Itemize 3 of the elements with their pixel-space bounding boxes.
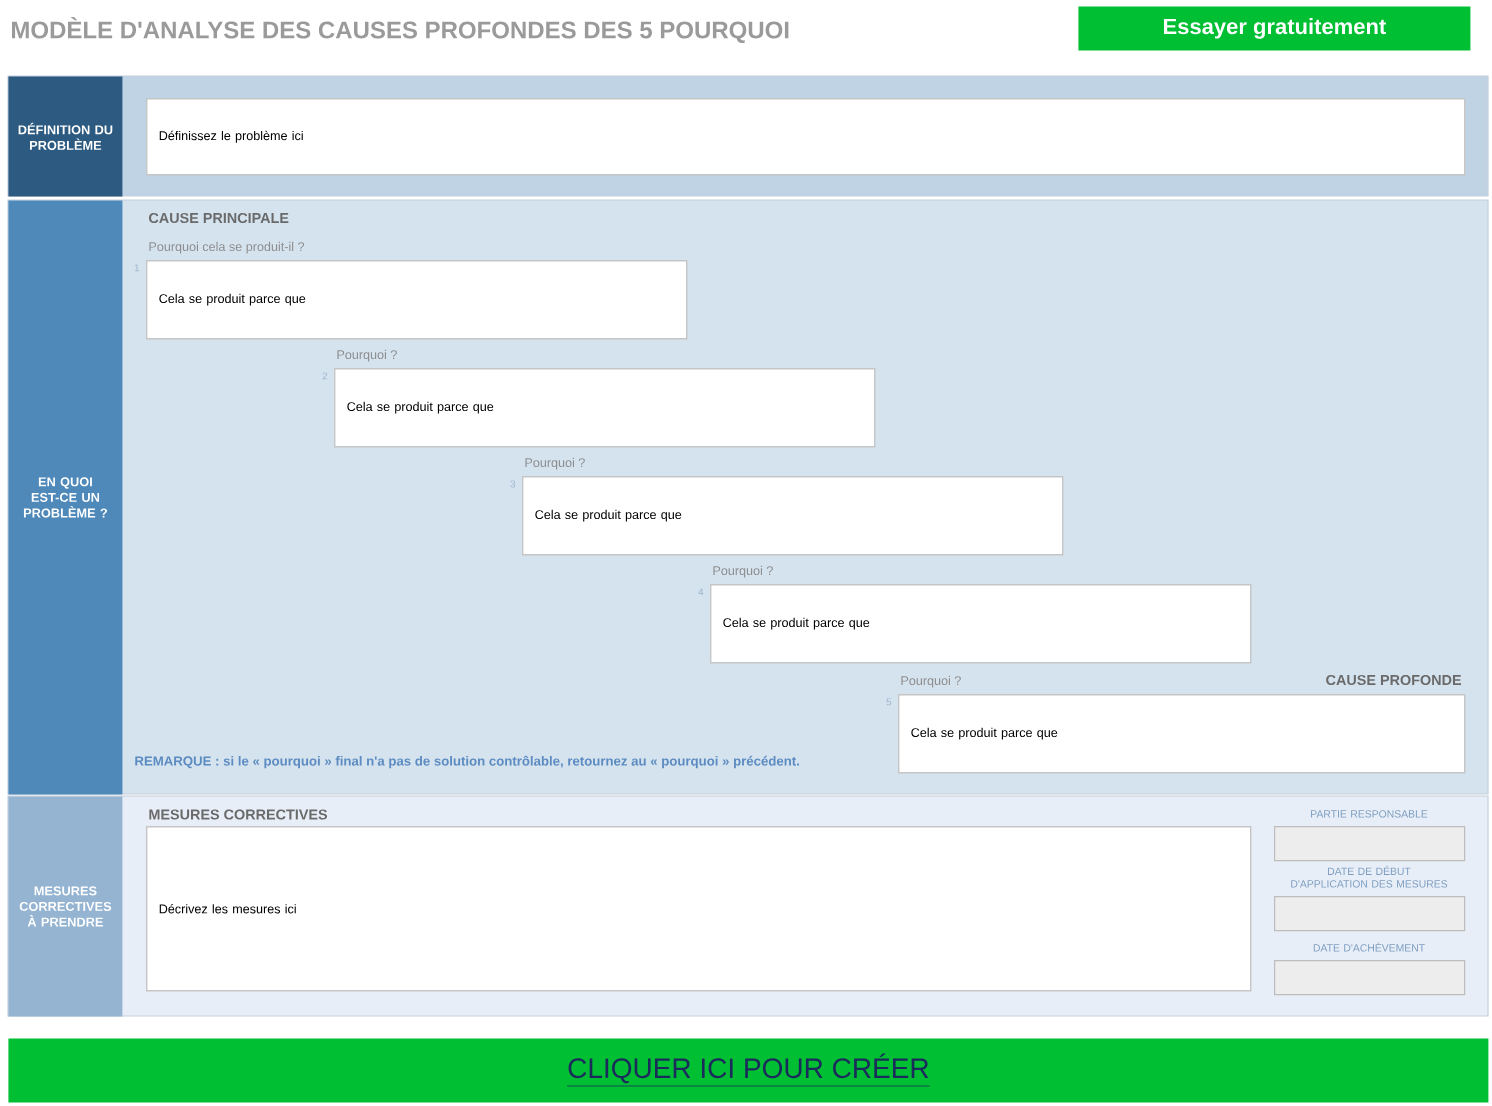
button: Essayer gratuitement bbox=[1078, 6, 1471, 51]
title: MODÈLE D'ANALYSE DES CAUSES PROFONDES DES 5 POURQUOI bbox=[12, 17, 789, 43]
link-banner: CLIQUER ICI POUR CRÉER bbox=[8, 1038, 1489, 1103]
